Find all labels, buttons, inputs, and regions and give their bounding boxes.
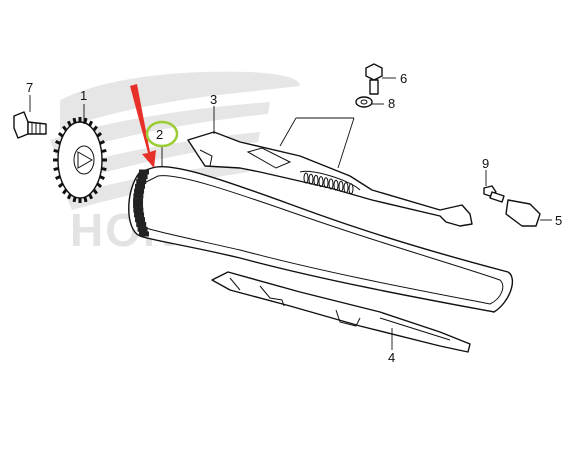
sprocket-tooth bbox=[55, 175, 61, 181]
callout-6: 6 bbox=[400, 71, 407, 86]
bracket-icon bbox=[505, 199, 541, 227]
spring-coil bbox=[343, 182, 349, 194]
sprocket-tooth bbox=[61, 125, 68, 132]
sprocket-tooth bbox=[88, 120, 94, 127]
callout-2: 2 bbox=[156, 127, 163, 142]
callouts: 1 2 3 4 5 6 7 8 9 bbox=[26, 71, 562, 365]
red-arrow-icon bbox=[130, 84, 156, 168]
callout-9: 9 bbox=[482, 156, 489, 171]
chain-link bbox=[137, 226, 148, 232]
tensioner-arm-icon bbox=[187, 131, 473, 227]
callout-7: 7 bbox=[26, 80, 33, 95]
spring-coil bbox=[328, 178, 334, 190]
chain-link bbox=[139, 231, 149, 237]
chain-link bbox=[136, 221, 147, 227]
sprocket-tooth bbox=[88, 193, 94, 200]
bolt-icon bbox=[365, 63, 383, 95]
cam-sprocket-icon bbox=[53, 117, 107, 203]
callout-5: 5 bbox=[555, 213, 562, 228]
spring-coil bbox=[348, 183, 354, 195]
spring-coil bbox=[318, 176, 324, 188]
chain-link bbox=[135, 183, 146, 189]
spring-coil bbox=[338, 180, 344, 192]
sprocket-tooth bbox=[83, 196, 88, 203]
bolt-icon bbox=[13, 111, 47, 139]
chain-link bbox=[137, 174, 148, 180]
chain-guide-icon bbox=[211, 271, 471, 353]
sprocket-tooth bbox=[83, 117, 88, 124]
sprocket-tooth bbox=[53, 166, 59, 172]
callout-3: 3 bbox=[210, 92, 217, 107]
chain-link bbox=[133, 198, 144, 204]
sprocket-tooth bbox=[61, 188, 68, 195]
chain-link bbox=[134, 212, 145, 218]
chain-link bbox=[133, 202, 144, 208]
sprocket-tooth bbox=[96, 132, 103, 138]
chain-link bbox=[139, 169, 149, 175]
chain-link bbox=[133, 193, 144, 199]
callout-1: 1 bbox=[80, 88, 87, 103]
sprocket-tooth bbox=[57, 132, 64, 138]
sprocket-tooth bbox=[66, 120, 72, 127]
sprocket-tooth bbox=[101, 166, 107, 172]
callout-4: 4 bbox=[388, 350, 395, 365]
chain-link bbox=[135, 217, 146, 223]
sprocket-tooth bbox=[101, 148, 107, 154]
spring-coil bbox=[333, 179, 339, 191]
sprocket-tooth bbox=[72, 117, 77, 124]
washer-icon bbox=[355, 96, 373, 108]
highlight-circle bbox=[145, 120, 179, 148]
spring-coil bbox=[303, 172, 309, 184]
leader-lines bbox=[29, 77, 552, 350]
sprocket-tooth bbox=[53, 148, 59, 154]
cam-chain-icon bbox=[128, 166, 513, 313]
sprocket-tooth bbox=[72, 196, 77, 203]
callout-8: 8 bbox=[388, 96, 395, 111]
sprocket-tooth bbox=[99, 175, 105, 181]
sprocket-tooth bbox=[55, 139, 61, 145]
sprocket-tooth bbox=[92, 125, 99, 132]
bolt-icon bbox=[483, 185, 505, 203]
sprocket-tooth bbox=[96, 182, 103, 188]
chain-link bbox=[134, 188, 145, 194]
sprocket-tooth bbox=[57, 182, 64, 188]
sprocket-tooth bbox=[92, 188, 99, 195]
spring-coil bbox=[313, 174, 319, 186]
sprocket-tooth bbox=[66, 193, 72, 200]
spring-coil bbox=[323, 177, 329, 189]
chain-link bbox=[133, 207, 144, 213]
sprocket-tooth bbox=[99, 139, 105, 145]
spring-coil bbox=[308, 173, 314, 185]
chain-link bbox=[136, 179, 147, 185]
